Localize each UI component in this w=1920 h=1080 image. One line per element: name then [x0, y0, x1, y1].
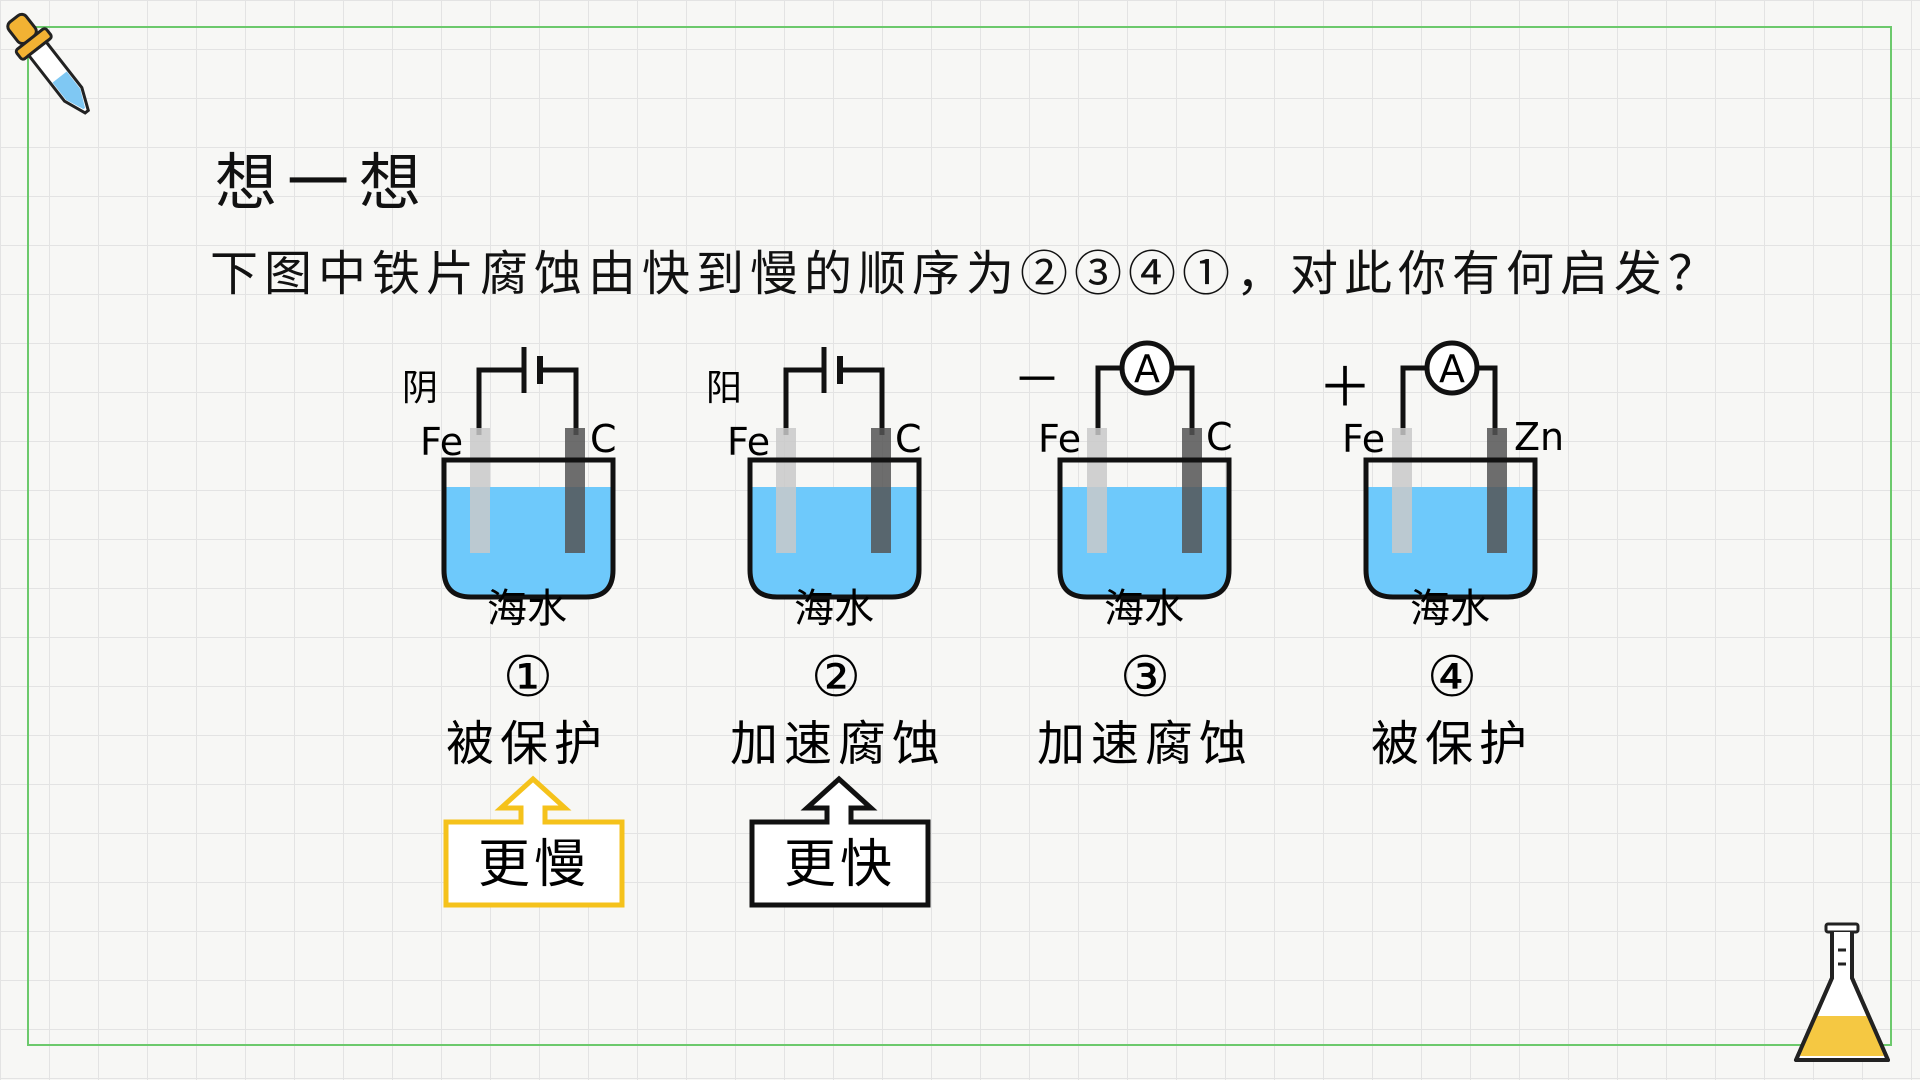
cell-4-right-electrode-label: Zn: [1514, 415, 1564, 459]
cell-2-right-electrode-label: C: [895, 417, 922, 461]
dropper-icon: [6, 12, 91, 115]
cell-4-beaker: [1363, 457, 1538, 600]
slower-label: 更慢: [478, 835, 590, 895]
cell-1-number: ①: [503, 645, 553, 710]
cell-2-result: 加速腐蚀: [730, 716, 946, 772]
faster-arrow-box: [749, 775, 931, 908]
cell-1-solution-label: 海水: [487, 586, 567, 632]
cell-1-right-electrode-label: C: [590, 417, 617, 461]
cell-2-wire: [783, 367, 885, 435]
cell-4-solution-label: 海水: [1410, 586, 1490, 632]
cell-3-number: ③: [1120, 645, 1170, 710]
cell-1-result: 被保护: [446, 716, 608, 772]
cell-2-number: ②: [811, 645, 861, 710]
cell-3-result: 加速腐蚀: [1037, 716, 1253, 772]
cell-4-left-electrode-label: Fe: [1342, 417, 1385, 461]
cell-4-ammeter-label: A: [1439, 347, 1465, 391]
cell-4-pole-label: ＋: [1318, 356, 1372, 419]
cell-1-left-electrode-label: Fe: [420, 420, 463, 464]
cell-3-wire: [1095, 365, 1195, 435]
cell-4-number: ④: [1427, 645, 1477, 710]
cell-2-fe-electrode: [776, 428, 796, 553]
slide-frame: [27, 26, 1892, 1046]
cell-1: 阴 Fe C 海水 ① 被保护: [402, 347, 617, 772]
cell-3-beaker: [1057, 457, 1232, 600]
cell-3: － A Fe C 海水 ③ 加速腐蚀: [1013, 340, 1253, 772]
cell-2: 阳 Fe C 海水 ② 加速腐蚀: [706, 347, 946, 772]
cell-3-fe-electrode: [1087, 428, 1107, 553]
cell-1-pole-label: 阴: [402, 368, 438, 409]
cell-2-beaker: [747, 457, 922, 600]
cell-3-ammeter-label: A: [1134, 347, 1160, 391]
cell-4-result: 被保护: [1371, 716, 1533, 772]
cell-2-c-electrode: [871, 428, 891, 553]
flask-icon: [1794, 922, 1890, 1062]
cell-3-ammeter: [1119, 340, 1175, 396]
cell-2-pole-label: 阳: [706, 368, 742, 409]
cell-1-wire: [476, 367, 579, 435]
cell-3-pole-label: －: [1013, 352, 1061, 408]
question-text: 下图中铁片腐蚀由快到慢的顺序为②③④①，对此你有何启发？: [210, 246, 1723, 302]
slower-callout: 更慢: [443, 775, 625, 908]
cell-2-solution-label: 海水: [794, 586, 874, 632]
cell-1-c-electrode: [565, 428, 585, 553]
cell-1-beaker: [441, 457, 616, 600]
cell-3-right-electrode-label: C: [1206, 415, 1233, 459]
slower-arrow-box: [443, 775, 625, 908]
faster-callout: 更快: [749, 775, 931, 908]
cell-4-ammeter: [1424, 340, 1480, 396]
cell-3-left-electrode-label: Fe: [1038, 417, 1081, 461]
cell-4-wire: [1400, 365, 1498, 435]
cell-3-solution-label: 海水: [1104, 586, 1184, 632]
cell-4: ＋ A Fe Zn 海水 ④ 被保护: [1318, 340, 1564, 772]
faster-label: 更快: [784, 835, 896, 895]
cell-2-left-electrode-label: Fe: [727, 420, 770, 464]
cell-3-seawater: [1062, 487, 1227, 595]
page-title: 想一想: [215, 146, 432, 219]
cell-4-zn-electrode: [1487, 428, 1507, 553]
cell-1-fe-electrode: [470, 428, 490, 553]
cell-3-c-electrode: [1182, 428, 1202, 553]
cell-4-fe-electrode: [1392, 428, 1412, 553]
